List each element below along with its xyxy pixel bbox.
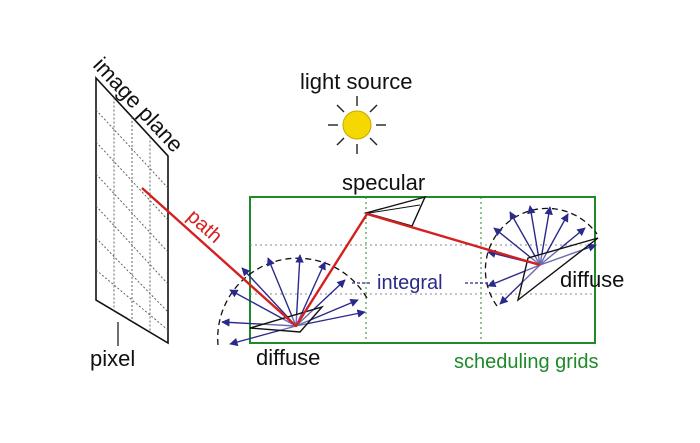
image-plane-grid (95, 97, 169, 333)
right-diffuse-label: diffuse (560, 267, 624, 292)
light-source: light source (300, 69, 413, 154)
pixel-label: pixel (90, 346, 135, 371)
image-plane-frame (95, 75, 169, 345)
left-diffuse-label: diffuse (256, 345, 320, 370)
specular-surface: specular (342, 170, 427, 227)
path-label: path (183, 205, 227, 247)
left-diffuse-hemisphere: diffuse (217, 254, 369, 370)
integral-label: integral (377, 272, 443, 294)
specular-label: specular (342, 170, 425, 195)
light-source-label: light source (300, 69, 413, 94)
left-diffuse-surface (249, 305, 325, 333)
left-hemisphere-outline (217, 257, 369, 346)
scheduling-grids: scheduling grids (249, 196, 599, 373)
image-plane-label: image plane (88, 52, 188, 157)
ray-path-line (141, 187, 541, 328)
integral-indicator: integral (352, 272, 492, 294)
scheduling-grids-label: scheduling grids (454, 351, 599, 373)
sun-icon (328, 96, 386, 154)
right-diffuse-surface (516, 237, 599, 302)
image-plane: image plane (88, 52, 188, 345)
right-hemisphere-outline (484, 207, 598, 307)
scheduling-grid-lines (365, 197, 482, 343)
left-diffuse-arrows (221, 254, 366, 347)
right-diffuse-hemisphere: diffuse (484, 205, 624, 307)
ray-path: path (141, 187, 541, 328)
